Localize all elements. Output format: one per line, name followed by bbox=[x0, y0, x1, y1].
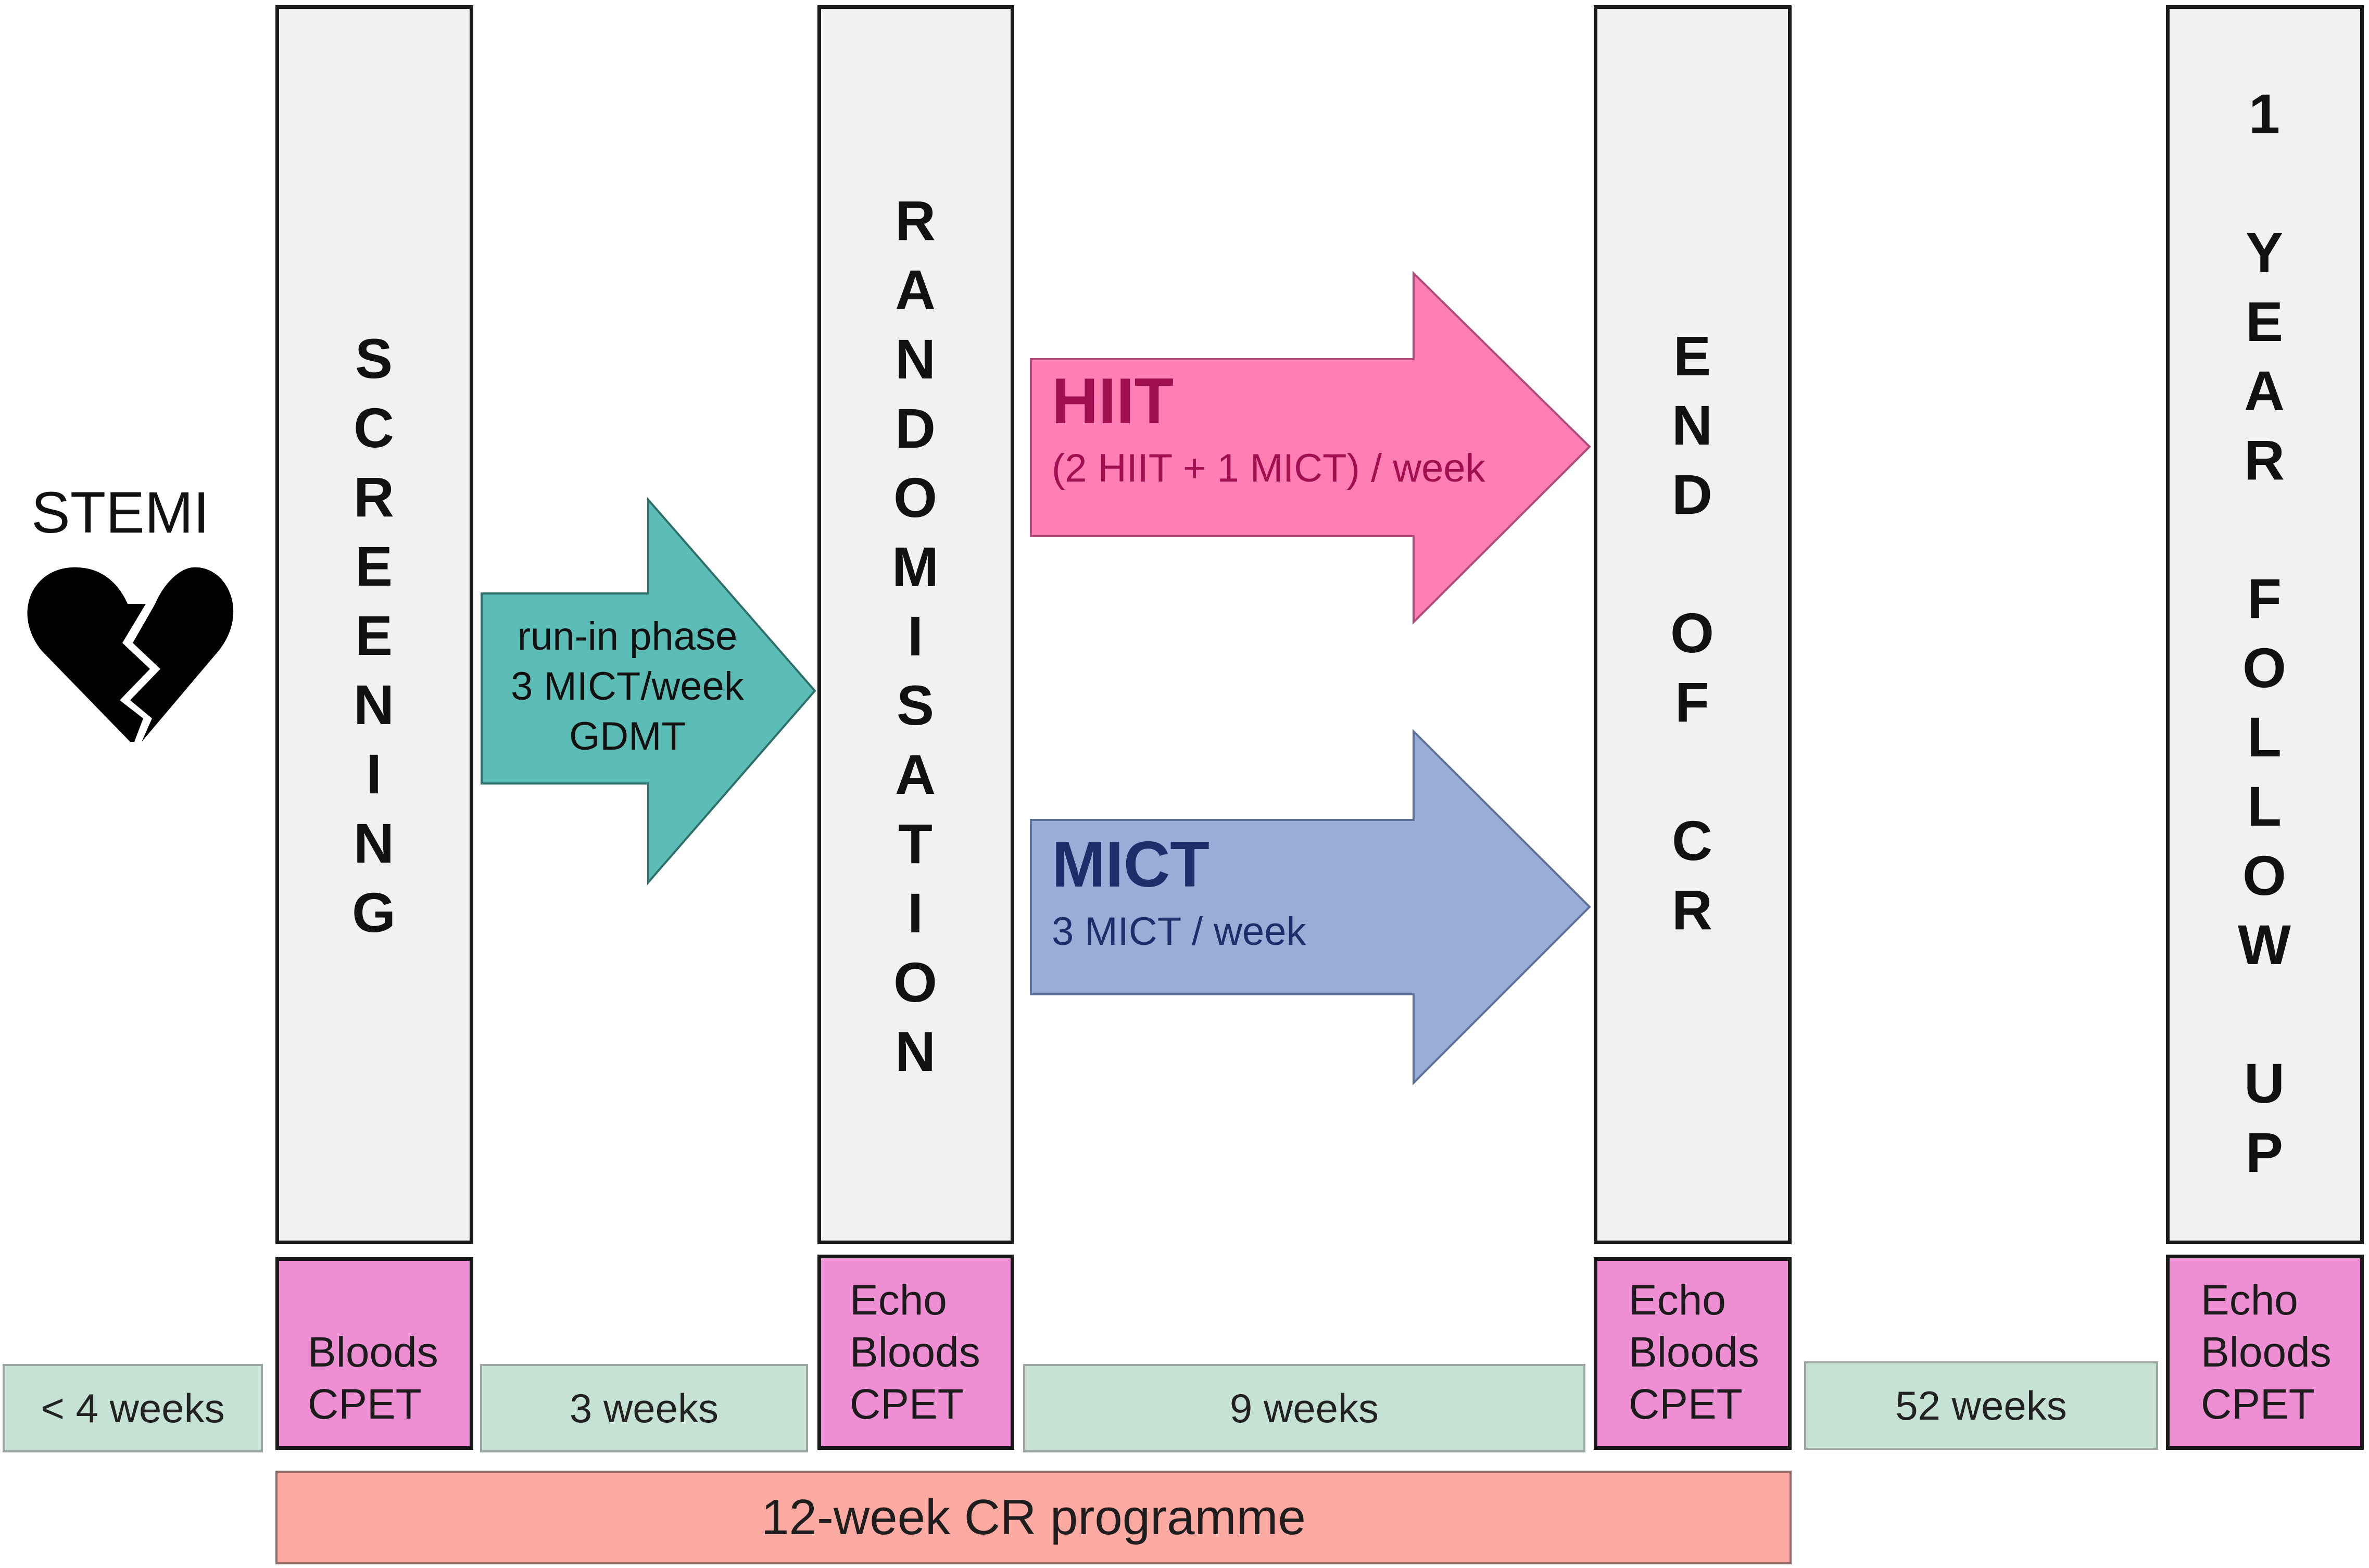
hiit-title: HIIT bbox=[1052, 365, 1174, 437]
run-in-line-2: 3 MICT/week bbox=[511, 664, 744, 709]
mict-text: MICT 3 MICT / week bbox=[1052, 828, 1306, 954]
end-of-cr-column: E N D O F C R bbox=[1594, 5, 1792, 1244]
hiit-subtitle: (2 HIIT + 1 MICT) / week bbox=[1052, 446, 1485, 490]
intervention-duration: 9 weeks bbox=[1023, 1364, 1585, 1452]
mict-arrow bbox=[1030, 729, 1591, 1085]
screening-label: S C R E E N I N G bbox=[351, 327, 397, 944]
run-in-arrow bbox=[481, 497, 816, 885]
assessment-item: Bloods bbox=[850, 1329, 980, 1376]
stemi-label: STEMI bbox=[31, 480, 210, 545]
follow-up-column: 1 Y E A R F O L L O W U P bbox=[2166, 5, 2364, 1244]
assessment-item: CPET bbox=[2201, 1381, 2315, 1428]
randomisation-assessment: Echo Bloods CPET bbox=[817, 1255, 1014, 1450]
run-in-line-1: run-in phase bbox=[517, 614, 738, 659]
mict-title: MICT bbox=[1052, 829, 1210, 901]
run-in-arrow-shape bbox=[481, 497, 816, 885]
assessment-item: Echo bbox=[850, 1276, 947, 1324]
end-of-cr-label: E N D O F C R bbox=[1670, 324, 1715, 941]
run-in-duration: 3 weeks bbox=[480, 1364, 808, 1452]
hiit-arrow bbox=[1030, 271, 1591, 625]
assessment-item: Echo bbox=[2201, 1276, 2298, 1324]
hiit-arrow-shape bbox=[1030, 271, 1591, 625]
assessment-item: CPET bbox=[850, 1381, 964, 1428]
cr-programme-bar: 12-week CR programme bbox=[275, 1471, 1792, 1564]
assessment-item: Bloods bbox=[308, 1329, 438, 1376]
run-in-text: run-in phase 3 MICT/week GDMT bbox=[487, 612, 768, 762]
follow-up-duration: 52 weeks bbox=[1804, 1361, 2158, 1450]
assessment-item: Echo bbox=[1629, 1276, 1726, 1324]
mict-subtitle: 3 MICT / week bbox=[1052, 909, 1306, 954]
randomisation-label: R A N D O M I S A T I O N bbox=[892, 189, 940, 1083]
randomisation-column: R A N D O M I S A T I O N bbox=[817, 5, 1014, 1244]
end-of-cr-assessment: Echo Bloods CPET bbox=[1594, 1257, 1792, 1450]
mict-arrow-shape bbox=[1030, 729, 1591, 1085]
assessment-item: CPET bbox=[308, 1381, 422, 1428]
run-in-line-3: GDMT bbox=[569, 714, 686, 758]
pre-screening-duration: < 4 weeks bbox=[3, 1364, 263, 1452]
broken-heart-icon bbox=[27, 567, 234, 742]
follow-up-label: 1 Y E A R F O L L O W U P bbox=[2238, 82, 2292, 1184]
hiit-text: HIIT (2 HIIT + 1 MICT) / week bbox=[1052, 364, 1485, 491]
assessment-item: Bloods bbox=[1629, 1329, 1759, 1376]
assessment-item: Bloods bbox=[2201, 1329, 2332, 1376]
assessment-item: CPET bbox=[1629, 1381, 1743, 1428]
follow-up-assessment: Echo Bloods CPET bbox=[2166, 1255, 2364, 1450]
screening-column: S C R E E N I N G bbox=[275, 5, 473, 1244]
screening-assessment: Bloods CPET bbox=[275, 1257, 473, 1450]
